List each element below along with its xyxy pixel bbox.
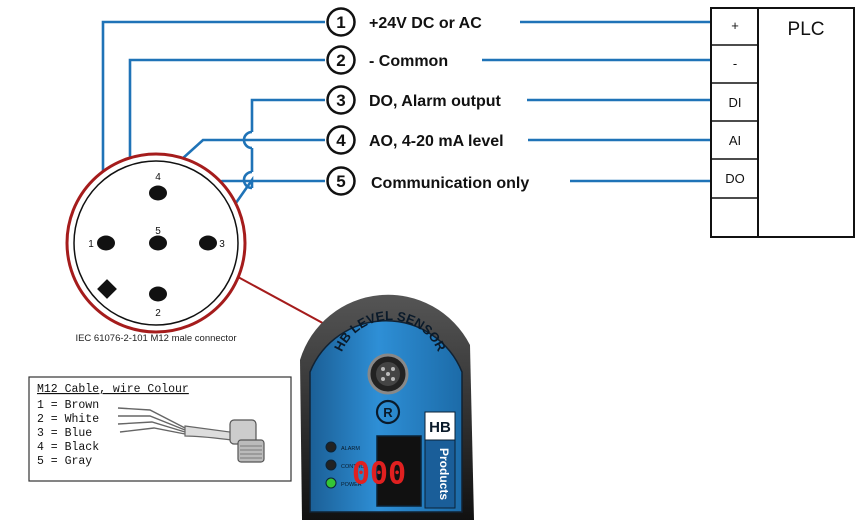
signal-label: DO, Alarm output (369, 93, 502, 110)
registered-mark (375, 399, 401, 425)
plc-terminal-ai: AI (729, 133, 741, 148)
cable-legend-row: 5 = Gray (37, 455, 92, 468)
alarm-led-label: ALARM (341, 446, 360, 452)
signal-number: 1 (336, 13, 345, 32)
pin-1-label: 1 (88, 239, 94, 250)
pin-1 (97, 235, 115, 251)
signal-label: Communication only (371, 175, 529, 192)
hb-logo-side (424, 439, 456, 509)
pin-3-label: 3 (219, 239, 225, 250)
signal-circle (326, 166, 356, 196)
pin-2 (149, 286, 167, 302)
sensor-front-face (309, 320, 463, 513)
plc-title: PLC (788, 19, 825, 40)
pin-5 (149, 235, 167, 251)
cable-illustration (117, 407, 265, 463)
signal-circle (326, 7, 356, 37)
level-sensor-device: HB LEVEL SENSOR R ALARM CONTROL POWER 00… (300, 294, 474, 520)
signal-3: 3 DO, Alarm output (326, 85, 502, 115)
signal-circle (326, 45, 356, 75)
signal-2: 2 - Common (326, 45, 448, 75)
connector-caption: IEC 61076-2-101 M12 male connector (75, 333, 236, 344)
power-led (325, 477, 337, 489)
control-led-label: CONTROL (341, 464, 368, 470)
plc-terminal-strip (710, 7, 759, 238)
plc-block: + - DI AI DO PLC (710, 7, 855, 238)
signal-label: +24V DC or AC (369, 15, 482, 32)
signal-list: 1 +24V DC or AC 2 - Common 3 DO, Alarm o… (326, 7, 529, 196)
plc-terminal-di: DI (729, 95, 742, 110)
hb-logo-text: HB (429, 419, 451, 436)
control-led (325, 459, 337, 471)
cable-legend-row: 4 = Black (37, 441, 99, 454)
pin-5-label: 5 (155, 226, 161, 237)
pin-4 (149, 185, 167, 201)
pin-4-label: 4 (155, 172, 161, 183)
pin-2-label: 2 (155, 308, 161, 319)
power-led-label: POWER (341, 482, 362, 488)
plc-terminal-plus: + (731, 18, 739, 33)
signal-circle (326, 125, 356, 155)
alarm-led (325, 441, 337, 453)
plc-body (757, 7, 855, 238)
pin-3 (199, 235, 217, 251)
cable-legend-title: M12 Cable, wire Colour (37, 383, 189, 396)
cable-legend-row: 1 = Brown (37, 399, 99, 412)
signal-4: 4 AO, 4-20 mA level (326, 125, 504, 155)
connector-key-notch (97, 279, 117, 299)
signal-label: AO, 4-20 mA level (369, 133, 504, 150)
connector-inner-ring (73, 160, 239, 326)
signal-label: - Common (369, 53, 448, 70)
signal-number: 5 (336, 172, 345, 191)
signal-5: 5 Communication only (326, 166, 529, 196)
registered-mark-text: R (383, 405, 393, 420)
sensor-display (376, 435, 422, 507)
cable-legend-row: 2 = White (37, 413, 99, 426)
signal-number: 2 (336, 51, 345, 70)
plc-terminal-minus: - (733, 56, 737, 71)
hb-logo-top (424, 411, 456, 441)
signal-number: 4 (336, 131, 346, 150)
signal-1: 1 +24V DC or AC (326, 7, 482, 37)
cable-legend-row: 3 = Blue (37, 427, 92, 440)
hb-logo-products-text: Products (437, 448, 451, 500)
signal-number: 3 (336, 91, 345, 110)
wire-1 (101, 20, 325, 243)
signal-circle (326, 85, 356, 115)
sensor-display-digits: 000 (352, 454, 406, 489)
cable-legend: M12 Cable, wire Colour 1 = Brown 2 = Whi… (28, 376, 292, 482)
m12-connector: 1 2 3 4 5 IEC 61076-2-101 M12 male conne… (65, 152, 247, 344)
plc-terminal-do: DO (725, 171, 745, 186)
